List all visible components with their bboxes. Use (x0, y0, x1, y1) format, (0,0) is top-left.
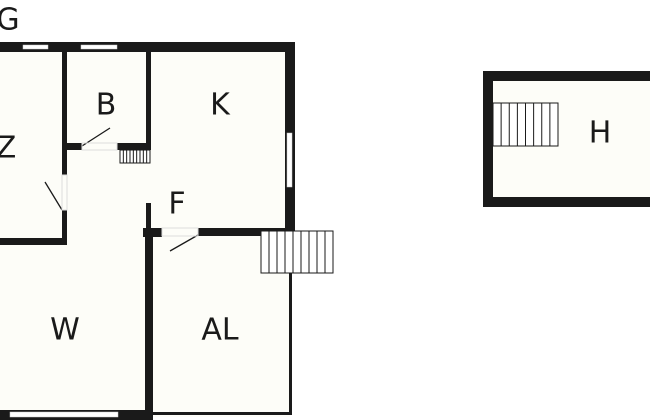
window-k-right (286, 132, 293, 188)
wall-al-right (289, 235, 292, 415)
wall-z-hall (62, 210, 67, 245)
wall-h-left (483, 71, 493, 207)
stairs-outbuilding (492, 102, 559, 147)
stairs-hall (119, 149, 151, 164)
wall-f-stub (146, 203, 151, 233)
room-label-al: AL (201, 313, 239, 348)
wall-al-bottom (153, 412, 292, 415)
window-top-2 (80, 44, 118, 50)
room-label-z: Z (0, 131, 16, 166)
wall-f-k-bottom (198, 228, 295, 236)
wall-h-bottom (483, 197, 650, 207)
window-top-1 (22, 44, 49, 50)
label-g: G (0, 3, 20, 38)
wall-z-bottom (0, 238, 67, 245)
room-label-k: K (210, 88, 231, 123)
door-b-opening (81, 142, 118, 151)
room-label-b: B (96, 88, 117, 123)
room-label-f: F (168, 187, 185, 222)
wall-b-bottom-right (117, 143, 151, 150)
door-z (44, 181, 63, 211)
wall-w-al (145, 228, 153, 420)
stairs-exterior (260, 230, 334, 274)
door-z-opening (61, 174, 68, 211)
wall-top (0, 42, 295, 52)
wall-b-bottom-left (67, 143, 82, 150)
wall-h-top (483, 71, 650, 81)
door-f (169, 234, 199, 252)
door-f-opening (161, 227, 199, 237)
wall-b-right (146, 52, 151, 150)
window-w-bottom (9, 411, 119, 418)
room-label-w: W (50, 313, 80, 348)
room-label-h: H (589, 116, 612, 151)
wall-z-b (62, 52, 67, 175)
